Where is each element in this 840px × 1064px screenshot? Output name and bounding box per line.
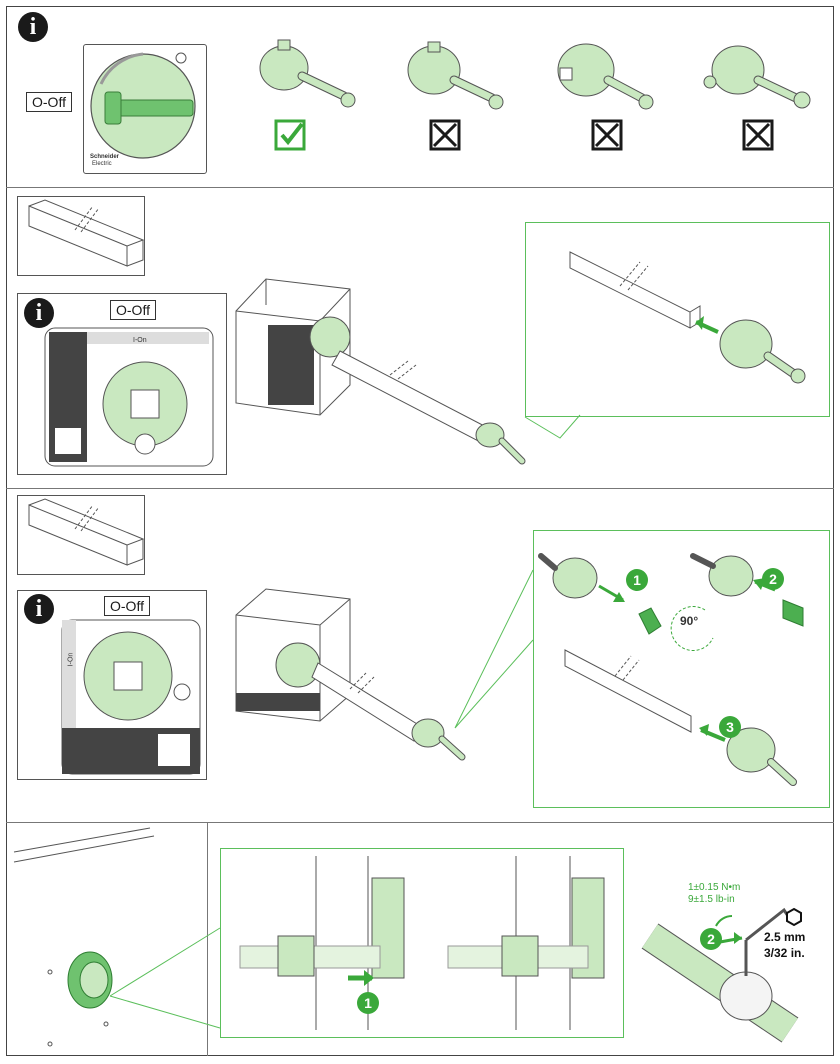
- door-alignment-drawing: [239, 856, 605, 1030]
- step-1-badge: 1: [357, 992, 379, 1014]
- shaft-adapter-variant-4: [703, 45, 811, 109]
- info-icon: i: [24, 594, 54, 624]
- o-off-label: O-Off: [104, 596, 150, 616]
- step-1-badge: 1: [626, 569, 648, 591]
- step-2-badge: 2: [762, 568, 784, 590]
- i-on-label: I-On: [133, 337, 147, 344]
- instruction-sheet-frame: [6, 6, 834, 1056]
- handle-back-mechanism-drawing: [61, 619, 201, 775]
- info-glyph: i: [35, 300, 43, 326]
- square-shaft-drawing: [28, 199, 145, 267]
- check-icon: [274, 119, 306, 151]
- hex-key-metric-size: 2.5 mm: [764, 930, 806, 944]
- hex-key-tightening-drawing: [641, 907, 799, 1043]
- info-glyph: i: [29, 14, 37, 40]
- adapter-assembly-drawing: [454, 553, 804, 786]
- rotation-label: 90°: [680, 614, 699, 628]
- o-off-label: O-Off: [26, 92, 72, 112]
- shaft-insertion-drawing: [524, 251, 806, 439]
- enclosure-with-shaft-drawing: [235, 588, 466, 761]
- brand-sub-label: Electric: [92, 161, 112, 167]
- shaft-adapter-variant-1: [259, 39, 356, 108]
- enclosure-with-shaft-drawing: [235, 278, 526, 465]
- i-on-label: I-On: [67, 652, 75, 667]
- shaft-adapter-variant-2: [407, 41, 504, 110]
- cross-icon: [591, 119, 623, 151]
- brand-label: Schneider: [90, 154, 120, 160]
- info-glyph: i: [35, 596, 43, 622]
- square-shaft-drawing: [28, 498, 145, 566]
- cross-icon: [429, 119, 461, 151]
- info-icon: i: [24, 298, 54, 328]
- section-divider: [6, 187, 834, 188]
- o-off-label: O-Off: [110, 300, 156, 320]
- torque-imperial-label: 9±1.5 lb-in: [688, 894, 735, 905]
- section-divider: [207, 823, 208, 1056]
- shaft-adapter-variant-3: [557, 43, 654, 110]
- hex-icon: [786, 907, 802, 927]
- step-3-badge: 3: [719, 716, 741, 738]
- step-2-badge: 2: [700, 928, 722, 950]
- cross-icon: [742, 119, 774, 151]
- torque-metric-label: 1±0.15 N•m: [688, 882, 741, 893]
- door-cutout-drawing: [13, 827, 221, 1047]
- handle-back-mechanism-drawing: [44, 327, 214, 467]
- section-divider: [6, 822, 834, 823]
- info-icon: i: [18, 12, 48, 42]
- section-divider: [6, 488, 834, 489]
- rotary-handle-drawing: [90, 52, 196, 159]
- hex-key-imperial-size: 3/32 in.: [764, 946, 805, 960]
